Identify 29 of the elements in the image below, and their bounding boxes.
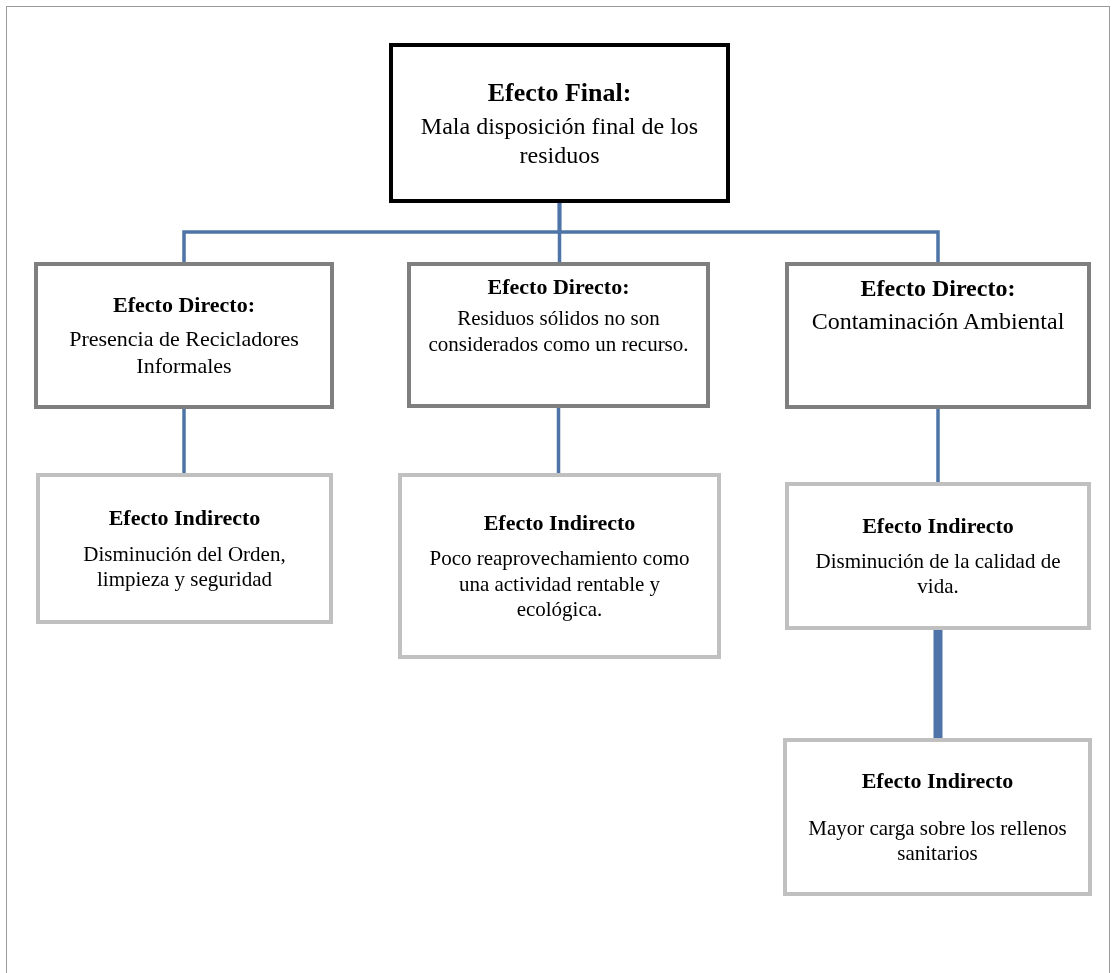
effect-box xyxy=(783,738,1092,896)
effect-box xyxy=(389,43,730,203)
effect-box xyxy=(398,473,721,659)
connector-line xyxy=(556,408,561,473)
box-heading: Efecto Indirecto xyxy=(862,512,1014,539)
box-text: Disminución del Orden, limpieza y seguridad xyxy=(82,541,287,592)
box-text: Residuos sólidos no son considerados como un recurso. xyxy=(427,306,690,357)
box-text: Disminución de la calidad de vida. xyxy=(814,549,1062,600)
effect-box xyxy=(34,262,334,409)
connector-line xyxy=(933,630,943,738)
box-text: Contaminación Ambiental xyxy=(811,306,1065,336)
box-text: Mala disposición final de los residuos xyxy=(419,111,700,170)
box-text: Presencia de Recicladores Informales xyxy=(68,326,300,380)
box-heading: Efecto Directo: xyxy=(113,291,255,319)
box-heading: Efecto Directo: xyxy=(860,274,1016,303)
effect-box xyxy=(407,262,710,408)
box-text: Poco reaprovechamiento como una actividad rentable y ecológica. xyxy=(428,546,691,622)
connector-line xyxy=(182,409,186,473)
effect-box xyxy=(785,482,1091,630)
box-heading: Efecto Indirecto xyxy=(483,510,636,537)
connector-line xyxy=(936,409,940,482)
box-heading: Efecto Indirecto xyxy=(861,767,1014,794)
connector-line xyxy=(557,203,940,262)
box-text: Mayor carga sobre los rellenos sanitarios xyxy=(807,816,1068,867)
box-heading: Efecto Indirecto xyxy=(108,505,261,532)
effect-box xyxy=(785,262,1091,409)
box-heading: Efecto Directo: xyxy=(487,274,630,301)
box-heading: Efecto Final: xyxy=(487,76,632,108)
effect-box xyxy=(36,473,333,624)
